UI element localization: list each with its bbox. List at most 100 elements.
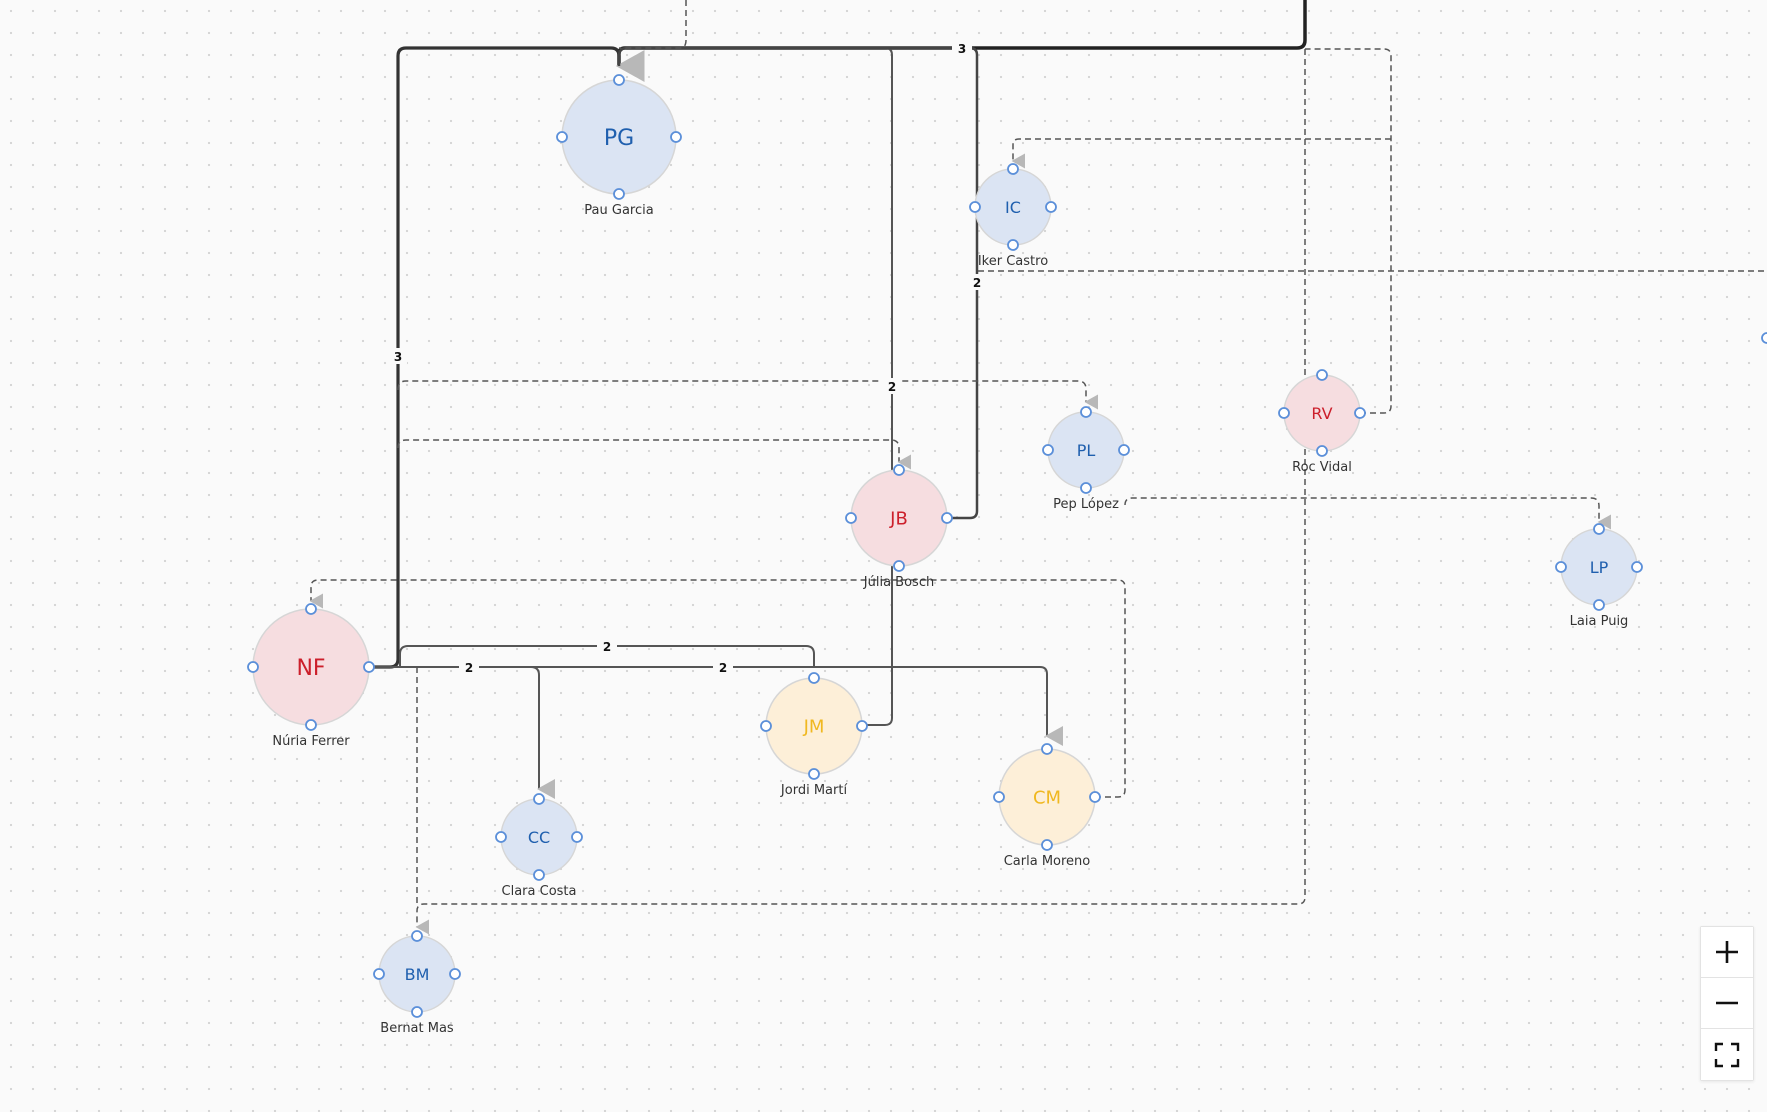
node-rv[interactable]: RV Roc Vidal	[1278, 369, 1366, 475]
svg-text:3: 3	[958, 42, 966, 56]
node-handle[interactable]	[1316, 369, 1328, 381]
node-handle[interactable]	[411, 930, 423, 942]
node-handle[interactable]	[1080, 482, 1092, 494]
node-initials: PG	[604, 126, 634, 151]
edge-nf-pg[interactable]	[370, 46, 645, 669]
node-handle[interactable]	[305, 719, 317, 731]
node-handle[interactable]	[305, 603, 317, 615]
node-handle[interactable]	[670, 131, 682, 143]
edge-dashed-bm[interactable]	[415, 49, 1306, 935]
node-name-label: Bernat Mas	[380, 1021, 454, 1036]
svg-text:2: 2	[465, 661, 473, 675]
node-handle[interactable]	[1080, 406, 1092, 418]
fullscreen-icon	[1714, 1042, 1740, 1067]
node-cc[interactable]: CC Clara Costa	[495, 793, 583, 899]
node-jb[interactable]: JB Júlia Bosch	[845, 464, 953, 590]
node-handle[interactable]	[571, 831, 583, 843]
node-handle[interactable]	[1278, 407, 1290, 419]
node-handle[interactable]	[1007, 163, 1019, 175]
node-initials: RV	[1311, 404, 1332, 423]
zoom-in-button[interactable]	[1701, 927, 1753, 978]
node-handle[interactable]	[449, 968, 461, 980]
edge-label-c: 2	[967, 274, 987, 290]
node-handle[interactable]	[1041, 839, 1053, 851]
node-handle[interactable]	[1631, 561, 1643, 573]
node-handle[interactable]	[247, 661, 259, 673]
edge-label-e: 2	[597, 638, 617, 654]
node-name-label: Iker Castro	[978, 254, 1048, 269]
node-initials: NF	[296, 656, 325, 681]
node-handle[interactable]	[613, 188, 625, 200]
edge-nf-cm[interactable]	[370, 666, 1063, 746]
node-initials: IC	[1005, 198, 1021, 217]
edge-label-f: 2	[459, 659, 479, 675]
node-name-label: Carla Moreno	[1004, 854, 1091, 869]
node-handle[interactable]	[893, 560, 905, 572]
node-handle[interactable]	[556, 131, 568, 143]
edge-nf-cc[interactable]	[370, 666, 555, 799]
node-handle[interactable]	[363, 661, 375, 673]
dashed-edges	[309, 0, 1767, 935]
edge-label-g: 2	[713, 659, 733, 675]
fit-view-button[interactable]	[1701, 1029, 1753, 1080]
edge-dashed-ic[interactable]	[1011, 138, 1391, 169]
node-name-label: Roc Vidal	[1292, 460, 1352, 475]
node-name-label: Clara Costa	[502, 884, 577, 899]
node-handle[interactable]	[373, 968, 385, 980]
node-handle[interactable]	[1089, 791, 1101, 803]
edge-label-b: 3	[389, 348, 407, 364]
svg-text:2: 2	[603, 640, 611, 654]
node-handle[interactable]	[941, 512, 953, 524]
edge-dashed-jb[interactable]	[397, 439, 911, 470]
node-handle[interactable]	[1593, 523, 1605, 535]
node-handle[interactable]	[969, 201, 981, 213]
edge-dashed-rv[interactable]	[1305, 48, 1392, 414]
node-ic[interactable]: IC Iker Castro	[969, 163, 1057, 269]
node-initials: CC	[528, 828, 550, 847]
node-handle[interactable]	[1007, 239, 1019, 251]
node-handle[interactable]	[495, 831, 507, 843]
node-handle[interactable]	[613, 74, 625, 86]
node-handle[interactable]	[1316, 445, 1328, 457]
node-handle[interactable]	[1045, 201, 1057, 213]
node-handle[interactable]	[533, 793, 545, 805]
node-handle[interactable]	[856, 720, 868, 732]
edge-dashed-lp[interactable]	[1124, 497, 1611, 530]
node-handle-offscreen[interactable]	[1761, 332, 1767, 344]
node-handle[interactable]	[533, 869, 545, 881]
node-handle[interactable]	[760, 720, 772, 732]
node-handle[interactable]	[1118, 444, 1130, 456]
node-handle[interactable]	[1354, 407, 1366, 419]
node-pg[interactable]: PG Pau Garcia	[556, 74, 682, 218]
svg-text:3: 3	[394, 350, 402, 364]
node-name-label: Júlia Bosch	[863, 575, 934, 590]
node-initials: BM	[405, 965, 430, 984]
node-handle[interactable]	[1042, 444, 1054, 456]
node-handle[interactable]	[1555, 561, 1567, 573]
node-handle[interactable]	[893, 464, 905, 476]
node-handle[interactable]	[1041, 743, 1053, 755]
node-handle[interactable]	[1593, 599, 1605, 611]
edge-top-bus[interactable]	[617, 0, 1307, 66]
node-handle[interactable]	[808, 672, 820, 684]
edge-jb-pg[interactable]	[617, 46, 979, 520]
node-handle[interactable]	[411, 1006, 423, 1018]
node-initials: JB	[889, 508, 908, 529]
node-handle[interactable]	[845, 512, 857, 524]
node-bm[interactable]: BM Bernat Mas	[373, 930, 461, 1036]
zoom-out-button[interactable]	[1701, 978, 1753, 1029]
node-handle[interactable]	[993, 791, 1005, 803]
node-name-label: Pau Garcia	[584, 203, 653, 218]
edge-dashed-cm-nf[interactable]	[309, 579, 1126, 798]
edge-dashed-top[interactable]	[619, 0, 687, 49]
node-initials: JM	[803, 716, 825, 737]
node-handle[interactable]	[808, 768, 820, 780]
edge-dashed-pl[interactable]	[397, 380, 1098, 410]
